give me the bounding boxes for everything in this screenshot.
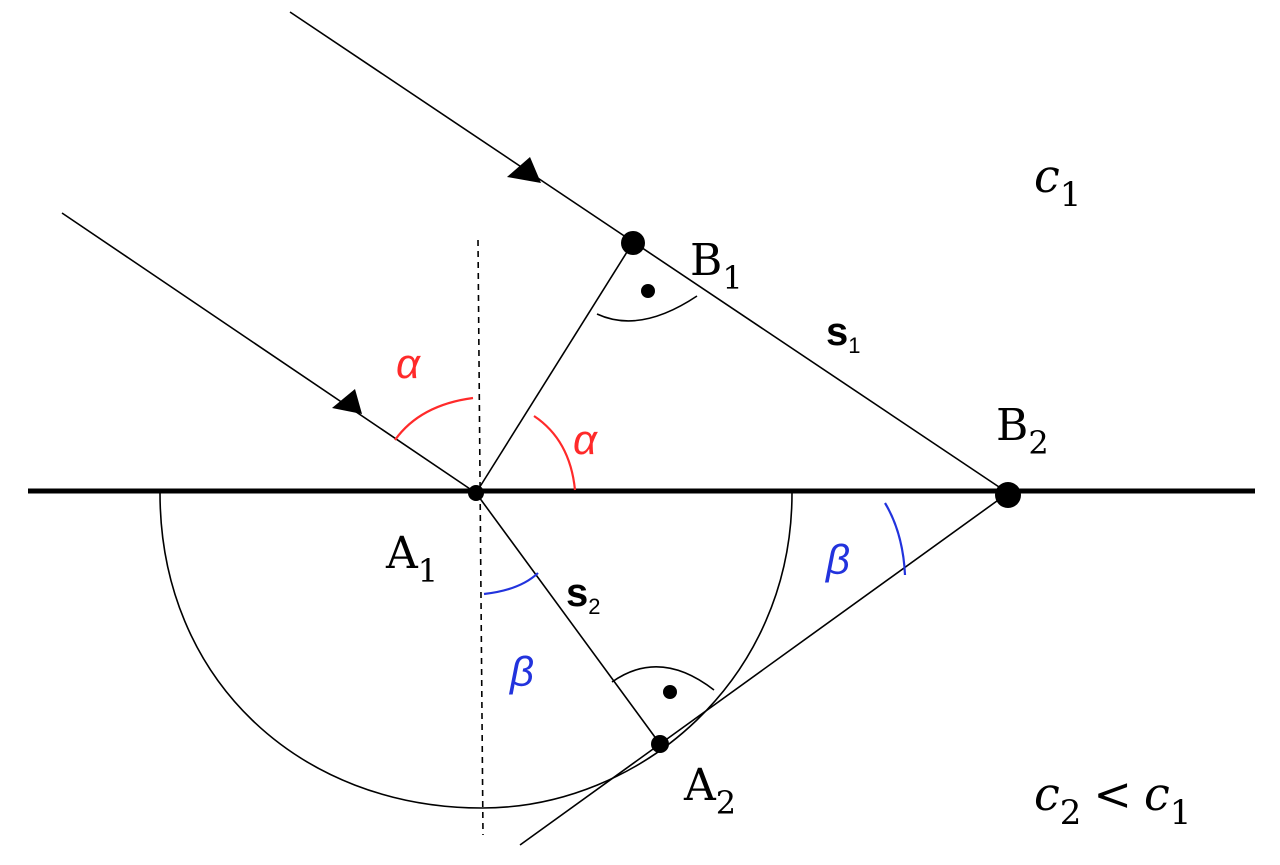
label-a1: A1	[385, 528, 438, 590]
ray-arrow-upper	[507, 157, 541, 183]
wavefront-refracted	[519, 492, 1009, 846]
right-angle-arc-b1	[596, 295, 698, 322]
point-b1	[621, 231, 645, 255]
beta-label-refracted: β	[508, 648, 534, 695]
right-angle-dot-a2	[663, 685, 677, 699]
medium-relation-c2-lt-c1: c2<c1	[1034, 767, 1191, 833]
incident-ray-upper	[289, 11, 1009, 494]
right-angle-dot-b1	[641, 284, 655, 298]
alpha-label-wavefront: α	[573, 416, 598, 463]
normal-line	[477, 239, 484, 836]
beta-arc-refracted	[483, 572, 539, 596]
incident-ray-lower	[61, 212, 477, 494]
medium-label-c1: c1	[1034, 149, 1081, 215]
beta-arc-wavefront	[884, 502, 907, 576]
wavefront-incident	[475, 243, 633, 494]
refracted-ray-s2	[475, 492, 661, 745]
label-b2: B2	[996, 400, 1049, 462]
beta-label-wavefront: β	[824, 536, 850, 583]
label-s2: s2	[566, 571, 601, 619]
label-b1: B1	[690, 235, 743, 297]
ray-arrow-lower	[332, 389, 362, 414]
huygens-semicircle	[159, 492, 793, 809]
alpha-arc-incident	[394, 396, 474, 441]
point-a1	[468, 485, 484, 501]
right-angle-arc-a2	[611, 665, 715, 691]
label-s1: s1	[826, 310, 861, 358]
point-b2	[995, 482, 1021, 508]
alpha-label-incident: α	[396, 340, 421, 387]
alpha-arc-wavefront	[533, 415, 577, 491]
point-a2	[651, 735, 669, 753]
label-a2: A2	[683, 760, 736, 822]
